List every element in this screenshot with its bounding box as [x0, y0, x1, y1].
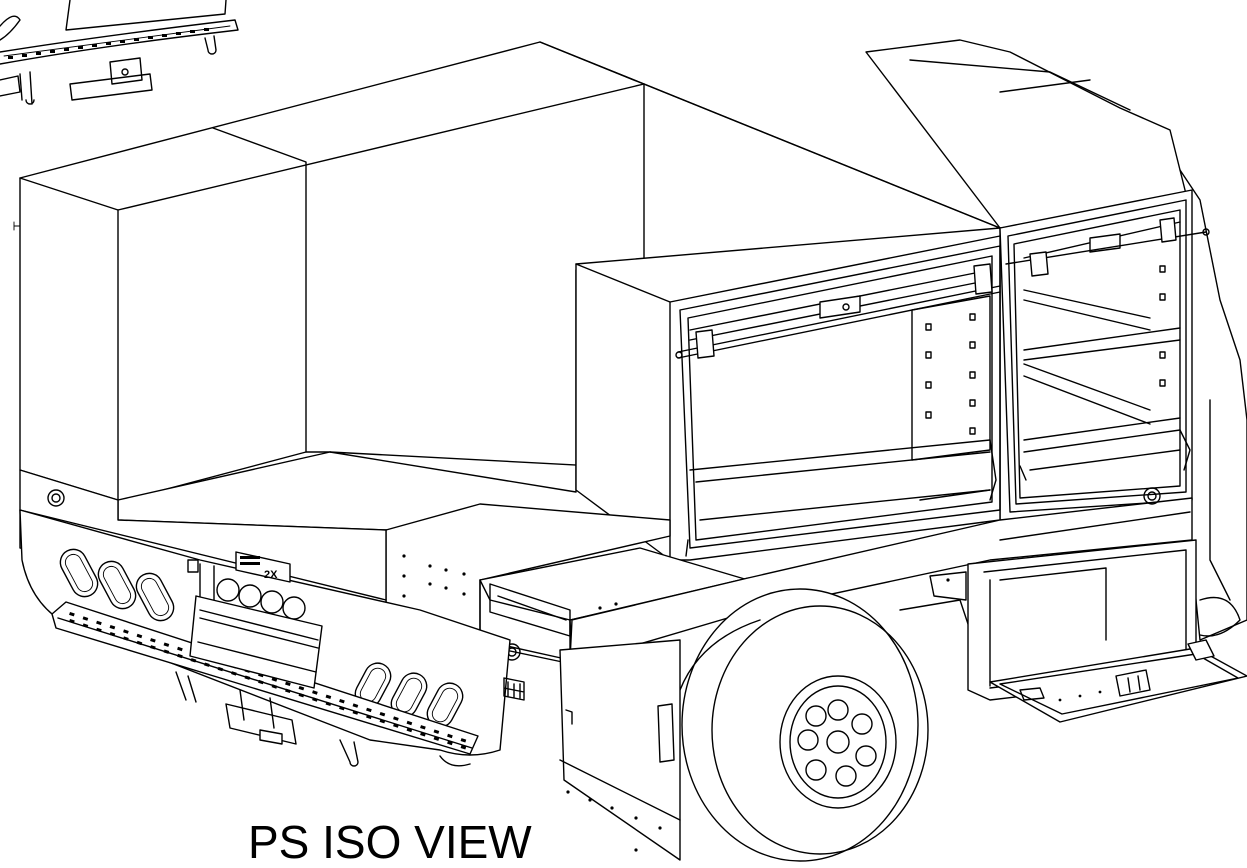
step-grip-dot — [366, 707, 372, 713]
step-grip-dot — [82, 616, 89, 621]
step-grip-dot — [109, 624, 116, 630]
step-grip-dot — [136, 633, 143, 639]
step-grip-dot — [433, 729, 440, 734]
step-grip-dot — [352, 710, 359, 715]
step-grip-dot — [177, 646, 183, 652]
underbody-toolbox — [929, 539, 1247, 723]
step-grip-dot — [460, 738, 467, 743]
step-grip-dot — [339, 705, 345, 711]
step-grip-dot — [109, 631, 116, 637]
step-grip-dot — [69, 612, 75, 617]
step-grip-dot — [460, 745, 467, 750]
step-grip-dot — [96, 620, 102, 626]
step-grip-dot — [69, 619, 75, 624]
step-grip-dot — [96, 627, 102, 633]
step-grip-dot — [420, 732, 426, 737]
step-grip-dot — [406, 720, 413, 726]
step-grip-dot — [352, 703, 359, 708]
step-grip-dot — [420, 725, 426, 730]
step-grip-dot — [150, 645, 156, 650]
view-title: PS ISO VIEW — [248, 816, 532, 868]
step-grip-dot — [285, 681, 291, 686]
step-grip-dot — [393, 716, 399, 721]
inset-step-fragment — [0, 0, 239, 105]
wheel-lug-holes — [797, 699, 877, 787]
step-grip-dot — [231, 671, 237, 676]
step-grip-dot — [298, 685, 305, 691]
bumper-light-openings — [59, 548, 464, 728]
step-grip-dot — [298, 692, 305, 698]
step-grip-dot — [325, 694, 332, 699]
step-grip-dot — [163, 642, 170, 647]
step-grip-dot — [217, 666, 224, 672]
shelf-slot-marks — [925, 313, 976, 435]
step-grip-dot — [406, 727, 413, 733]
mud-flap — [559, 639, 681, 861]
step-grip-dot — [190, 658, 197, 663]
step-grip-dot — [271, 684, 278, 689]
step-grip-dot — [123, 629, 129, 634]
rear-wheel — [679, 588, 991, 862]
open-compartment-left — [575, 227, 1001, 561]
step-grip-dot — [163, 649, 170, 654]
step-grip-dot — [379, 712, 386, 717]
step-grip-dot — [339, 699, 345, 704]
rear-plate-label: 2X — [264, 569, 278, 581]
step-grip-dot — [123, 636, 129, 641]
step-grip-dot — [366, 714, 372, 720]
step-grip-dot — [312, 697, 318, 702]
step-grip-dot — [325, 701, 332, 706]
step-grip-dot — [244, 675, 251, 680]
step-grip-dot — [312, 690, 318, 695]
step-grip-dot — [82, 623, 89, 628]
step-grip-dot — [447, 733, 453, 739]
open-compartment-right — [999, 189, 1210, 513]
step-grip-dot — [204, 662, 210, 667]
step-grip-dot — [177, 653, 183, 659]
step-grip-dot — [447, 740, 453, 746]
rear-connector-plate: 2X — [235, 551, 291, 583]
rear-step — [51, 595, 479, 767]
step-grip-dot — [258, 679, 264, 685]
step-grip-dot — [393, 723, 399, 728]
step-grip-dot — [433, 736, 440, 741]
step-grip-dot — [379, 719, 386, 724]
step-grip-dot — [150, 638, 156, 643]
step-grip-dot — [285, 688, 291, 693]
step-grip-dot — [136, 640, 143, 646]
